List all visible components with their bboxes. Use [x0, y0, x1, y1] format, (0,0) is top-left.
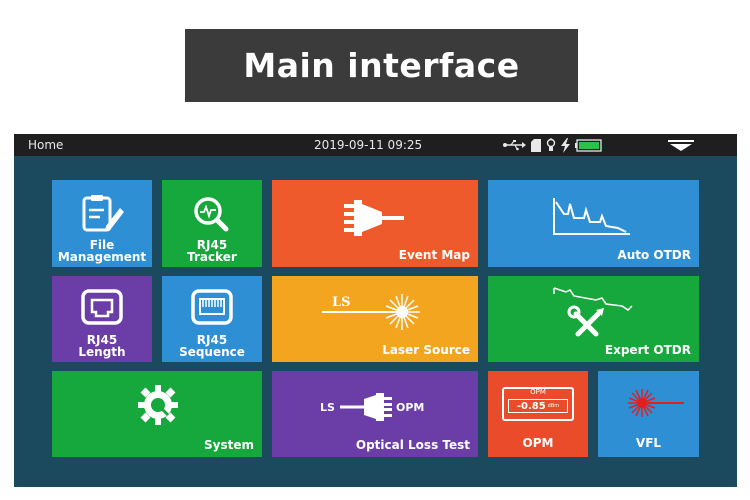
event-map-label: Event Map [398, 248, 470, 262]
laser-source-icon: LS [322, 294, 420, 330]
magnifier-pulse-icon [194, 197, 229, 232]
auto-otdr-label: Auto OTDR [617, 248, 691, 262]
expert-otdr-tile[interactable]: Expert OTDR [488, 276, 699, 362]
event-map-tile[interactable]: Event Map [272, 180, 478, 267]
otdr-tools-icon [553, 287, 633, 337]
device-screen: Home 2019-09-11 09:25 [14, 134, 737, 487]
fiber-connector-icon [344, 200, 404, 236]
laser-source-label: Laser Source [382, 343, 470, 357]
sd-card-icon [531, 138, 541, 152]
charging-icon [561, 137, 570, 153]
tile-label-line1: RJ45 [86, 333, 118, 347]
tile-label-line2: Length [78, 345, 126, 359]
page-banner: Main interface [185, 29, 578, 102]
expert-otdr-label: Expert OTDR [604, 343, 691, 357]
status-bar: Home 2019-09-11 09:25 [14, 134, 737, 156]
rj45-pins-icon [191, 289, 233, 325]
menu-down-icon[interactable] [668, 140, 694, 151]
power-meter-unit: dBm [547, 403, 560, 409]
opm-tile[interactable]: OPM -0.85 dBm OPM [488, 371, 588, 457]
rj45-port-icon [81, 289, 123, 325]
auto-otdr-tile[interactable]: Auto OTDR [488, 180, 699, 267]
tile-label-line1: File [89, 238, 115, 252]
rj45-sequence-tile[interactable]: RJ45 Sequence [162, 276, 262, 362]
file-management-tile[interactable]: File Management [52, 180, 152, 267]
power-meter-title: OPM [530, 388, 546, 396]
gear-wrench-icon [138, 385, 178, 425]
system-tile[interactable]: System [52, 371, 262, 457]
optical-loss-icon: LS OPM [320, 393, 424, 421]
vfl-tile[interactable]: VFL [598, 371, 699, 457]
rj45-tracker-tile[interactable]: RJ45 Tracker [162, 180, 262, 267]
laser-source-icon-text: LS [332, 295, 351, 310]
tile-label-line1: RJ45 [196, 333, 228, 347]
tile-label-line2: Tracker [187, 250, 237, 264]
power-meter-value: -0.85 [516, 400, 546, 412]
laser-source-tile[interactable]: LS Laser Source [272, 276, 478, 362]
tile-label-line2: Sequence [179, 345, 245, 359]
file-edit-icon [82, 195, 124, 232]
tile-label-line1: RJ45 [196, 238, 228, 252]
system-label: System [204, 438, 254, 452]
optical-loss-test-label: Optical Loss Test [355, 438, 470, 452]
tile-label-line2: Management [57, 250, 147, 264]
rj45-length-tile[interactable]: RJ45 Length [52, 276, 152, 362]
vfl-label: VFL [635, 436, 662, 450]
olt-icon-opm-text: OPM [396, 401, 424, 414]
optical-loss-test-tile[interactable]: LS OPM Optical Loss Test [272, 371, 478, 457]
olt-icon-ls-text: LS [320, 401, 335, 414]
datetime-display: 2019-09-11 09:25 [314, 138, 423, 152]
bulb-icon [546, 138, 556, 151]
home-label[interactable]: Home [28, 138, 64, 152]
usb-icon [503, 140, 526, 151]
status-icons [502, 137, 603, 153]
opm-label: OPM [522, 436, 554, 450]
red-laser-icon [628, 389, 684, 417]
power-meter-icon: OPM -0.85 dBm [502, 387, 574, 421]
battery-icon [575, 138, 602, 152]
otdr-trace-icon [553, 198, 630, 235]
banner-title: Main interface [243, 46, 520, 85]
